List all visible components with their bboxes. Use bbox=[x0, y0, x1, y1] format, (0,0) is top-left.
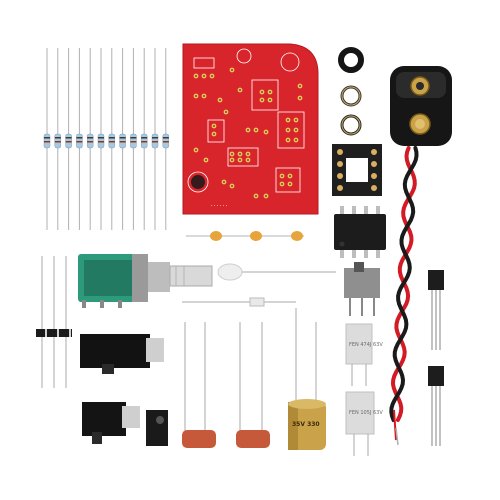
battery-snap bbox=[390, 66, 452, 146]
resistor-row bbox=[43, 48, 170, 230]
small-diode bbox=[182, 297, 296, 307]
washer-rings bbox=[338, 47, 364, 136]
ic-chip bbox=[334, 206, 386, 258]
svg-text:......: ...... bbox=[210, 202, 228, 208]
box-cap-1-label: FEN 474J 63V bbox=[349, 342, 383, 348]
transistors bbox=[428, 270, 444, 446]
slide-switch bbox=[344, 262, 380, 316]
diodes bbox=[36, 256, 72, 388]
led bbox=[217, 263, 336, 281]
pcb-pads bbox=[193, 67, 303, 199]
pcb-silkscreen bbox=[187, 48, 305, 193]
pcb-board: ...... bbox=[182, 43, 319, 215]
electrolytic-label: 35V 330 bbox=[292, 421, 320, 428]
audio-jacks bbox=[80, 334, 168, 446]
ceramic-capacitors bbox=[186, 231, 304, 241]
box-capacitors bbox=[345, 323, 375, 456]
electrolytic-capacitor bbox=[288, 308, 326, 450]
potentiometer bbox=[78, 254, 213, 308]
box-cap-2-label: FEN 105J 63V bbox=[349, 410, 383, 416]
battery-wires bbox=[389, 146, 419, 446]
film-capacitors bbox=[182, 322, 270, 448]
ic-socket bbox=[332, 144, 382, 196]
